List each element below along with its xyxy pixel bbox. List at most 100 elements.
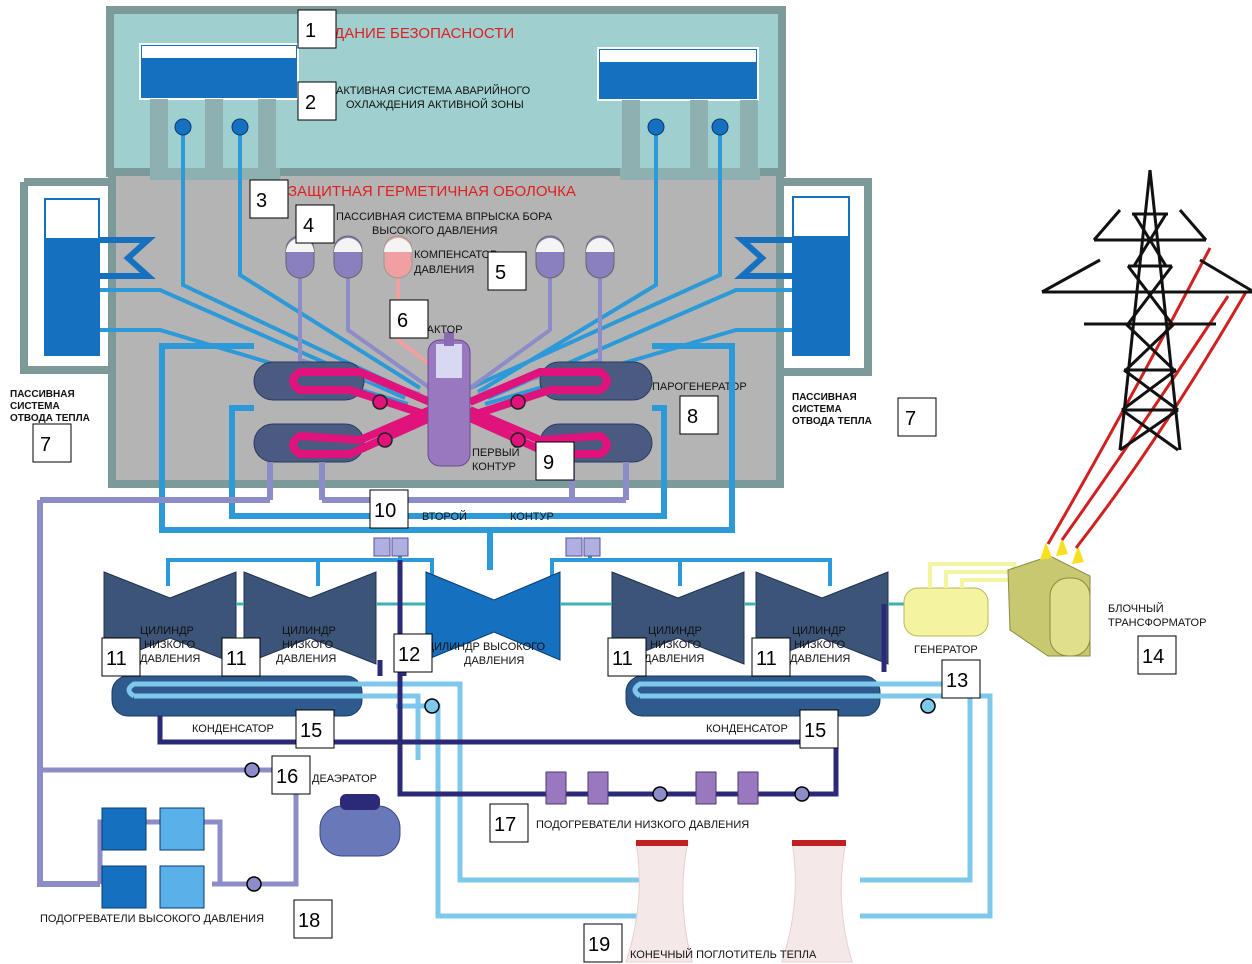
feed-pumps — [244, 762, 810, 892]
callout-4: 4 — [295, 204, 335, 244]
callout-13: 13 — [941, 659, 981, 699]
lp-heaters — [545, 771, 759, 805]
callout-7-right: 7 — [897, 397, 937, 437]
heat-sink-label: КОНЕЧНЫЙ ПОГЛОТИТЕЛЬ ТЕПЛА — [630, 948, 817, 961]
svg-text:СИСТЕМА: СИСТЕМА — [792, 404, 842, 415]
boron-label-2: ВЫСОКОГО ДАВЛЕНИЯ — [372, 225, 498, 237]
callout-9: 9 — [535, 441, 575, 481]
svg-text:ДАВЛЕНИЯ: ДАВЛЕНИЯ — [790, 653, 850, 665]
svg-text:ОТВОДА ТЕПЛА: ОТВОДА ТЕПЛА — [792, 416, 872, 427]
hp-heaters — [101, 807, 205, 909]
generator — [903, 587, 989, 637]
callout-11c: 11 — [607, 637, 647, 677]
primary-label-2: КОНТУР — [472, 461, 516, 473]
svg-text:ЦИЛИНДР: ЦИЛИНДР — [648, 625, 702, 637]
svg-text:12: 12 — [398, 644, 420, 666]
svg-text:4: 4 — [303, 215, 314, 237]
svg-text:7: 7 — [40, 434, 51, 456]
svg-text:18: 18 — [298, 910, 320, 932]
boron-label-1: ПАССИВНАЯ СИСТЕМА ВПРЫСКА БОРА — [336, 211, 553, 223]
reactor-vessel — [427, 332, 471, 467]
svg-text:ДАВЛЕНИЯ: ДАВЛЕНИЯ — [644, 653, 704, 665]
deaerator — [319, 794, 401, 857]
svg-text:11: 11 — [756, 648, 777, 670]
svg-text:ЦИЛИНДР: ЦИЛИНДР — [792, 625, 846, 637]
deaerator-label: ДЕАЭРАТОР — [312, 773, 377, 785]
safety-building-title: ЗДАНИЕ БЕЗОПАСНОСТИ — [325, 25, 514, 42]
condenser-label-right: КОНДЕНСАТОР — [706, 723, 788, 735]
svg-text:13: 13 — [946, 670, 968, 692]
svg-text:ОТВОДА ТЕПЛА: ОТВОДА ТЕПЛА — [10, 413, 90, 424]
pressurizer — [383, 235, 413, 279]
eccs-tank-left — [139, 43, 299, 100]
svg-text:ПАССИВНАЯ: ПАССИВНАЯ — [792, 392, 857, 403]
svg-text:9: 9 — [543, 452, 554, 474]
svg-text:3: 3 — [256, 190, 267, 212]
block-transformer — [1007, 538, 1091, 657]
eccs-label-2: ОХЛАЖДЕНИЯ АКТИВНОЙ ЗОНЫ — [346, 98, 524, 111]
svg-text:6: 6 — [397, 310, 408, 332]
secondary-label-1: ВТОРОЙ — [422, 510, 467, 523]
svg-text:НИЗКОГО: НИЗКОГО — [144, 639, 196, 651]
callout-18: 18 — [293, 899, 333, 939]
pressurizer-label-1: КОМПЕНСАТОР — [414, 249, 498, 261]
callout-6: 6 — [389, 299, 429, 339]
cooling-pumps — [424, 698, 936, 714]
svg-text:16: 16 — [276, 766, 298, 788]
callout-17: 17 — [489, 803, 529, 843]
callout-3: 3 — [249, 179, 289, 219]
callout-19: 19 — [583, 923, 623, 963]
pressurizer-label-2: ДАВЛЕНИЯ — [414, 264, 474, 276]
svg-text:8: 8 — [687, 406, 698, 428]
svg-text:СИСТЕМА: СИСТЕМА — [10, 401, 60, 412]
moisture-separators — [373, 537, 601, 557]
callout-12: 12 — [393, 633, 433, 673]
callout-2: 2 — [297, 81, 337, 121]
phrs-label-right: ПАССИВНАЯ СИСТЕМА ОТВОДА ТЕПЛА — [792, 392, 872, 427]
callout-11a: 11 — [101, 637, 141, 677]
callout-8: 8 — [679, 395, 719, 435]
hp-cylinder-label-1: ЦИЛИНДР ВЫСОКОГО — [426, 641, 545, 653]
transformer-label-1: БЛОЧНЫЙ — [1108, 602, 1164, 615]
svg-text:НИЗКОГО: НИЗКОГО — [794, 639, 846, 651]
hp-cylinder-label-2: ДАВЛЕНИЯ — [464, 655, 524, 667]
svg-text:ПАССИВНАЯ: ПАССИВНАЯ — [10, 389, 75, 400]
svg-text:14: 14 — [1142, 646, 1164, 668]
svg-text:ЦИЛИНДР: ЦИЛИНДР — [282, 625, 336, 637]
eccs-tank-right — [597, 47, 759, 101]
svg-text:1: 1 — [305, 20, 316, 42]
eccs-pumps — [174, 118, 729, 136]
reactor-coolant-pumps — [372, 394, 526, 448]
lp-heaters-label: ПОДОГРЕВАТЕЛИ НИЗКОГО ДАВЛЕНИЯ — [536, 819, 749, 831]
svg-text:5: 5 — [495, 262, 506, 284]
svg-text:7: 7 — [905, 408, 916, 430]
svg-text:11: 11 — [106, 648, 127, 670]
svg-text:НИЗКОГО: НИЗКОГО — [650, 639, 702, 651]
boron-tanks — [285, 235, 615, 279]
callout-14: 14 — [1137, 635, 1177, 675]
svg-text:2: 2 — [305, 92, 316, 114]
cooling-towers — [625, 840, 853, 963]
callout-5: 5 — [487, 251, 527, 291]
svg-text:17: 17 — [494, 814, 516, 836]
primary-label-1: ПЕРВЫЙ — [472, 446, 520, 459]
transformer-label-2: ТРАНСФОРМАТОР — [1108, 617, 1206, 629]
phrs-label-left: ПАССИВНАЯ СИСТЕМА ОТВОДА ТЕПЛА — [10, 389, 90, 424]
svg-text:НИЗКОГО: НИЗКОГО — [282, 639, 334, 651]
svg-text:ДАВЛЕНИЯ: ДАВЛЕНИЯ — [276, 653, 336, 665]
eccs-label-1: АКТИВНАЯ СИСТЕМА АВАРИЙНОГО — [336, 84, 531, 97]
callout-7-left: 7 — [32, 423, 72, 463]
callout-15a: 15 — [295, 709, 335, 749]
callout-1: 1 — [297, 9, 337, 49]
svg-text:15: 15 — [804, 720, 826, 742]
svg-text:ЦИЛИНДР: ЦИЛИНДР — [140, 625, 194, 637]
svg-text:ДАВЛЕНИЯ: ДАВЛЕНИЯ — [140, 653, 200, 665]
secondary-label-2: КОНТУР — [510, 511, 554, 523]
lp-cylinder-labels: ЦИЛИНДР НИЗКОГО ДАВЛЕНИЯ ЦИЛИНДР НИЗКОГО ДАВ… — [140, 625, 850, 665]
transmission-tower — [1041, 169, 1252, 452]
hp-heaters-label: ПОДОГРЕВАТЕЛИ ВЫСОКОГО ДАВЛЕНИЯ — [40, 913, 264, 925]
sg-label: ПАРОГЕНЕРАТОР — [652, 381, 747, 393]
containment-title: ЗАЩИТНАЯ ГЕРМЕТИЧНАЯ ОБОЛОЧКА — [288, 183, 576, 200]
svg-text:15: 15 — [300, 720, 322, 742]
